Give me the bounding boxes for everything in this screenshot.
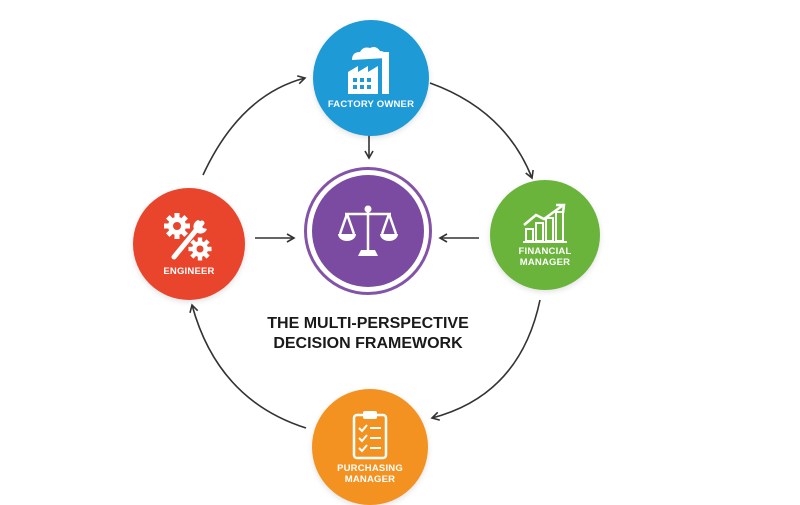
node-label-engineer: ENGINEER: [163, 266, 215, 277]
scales-of-justice-icon: [338, 205, 398, 256]
title-line-2: DECISION FRAMEWORK: [273, 335, 463, 352]
gears-wrench-icon: [164, 213, 212, 261]
arrow-engineer-to-factory: [202, 75, 307, 176]
arrow-factory-to-financial: [429, 82, 534, 180]
center-hub: [304, 167, 432, 295]
factory-icon: [348, 47, 389, 94]
node-engineer: ENGINEER: [133, 188, 245, 300]
arrow-financial-to-purchasing: [430, 299, 541, 421]
clipboard-checklist-icon: [352, 410, 388, 459]
node-factory-owner: FACTORY OWNER: [313, 20, 429, 136]
center-circle: [312, 175, 424, 287]
node-financial-manager: FINANCIAL MANAGER: [490, 180, 600, 290]
node-label-purchasing-manager: PURCHASING MANAGER: [337, 462, 403, 485]
bar-chart-growth-icon: [523, 203, 567, 243]
node-label-factory-owner: FACTORY OWNER: [327, 99, 415, 110]
node-label-financial-manager: FINANCIAL MANAGER: [518, 245, 572, 268]
diagram-title: THE MULTI-PERSPECTIVE DECISION FRAMEWORK: [240, 314, 496, 354]
node-purchasing-manager: PURCHASING MANAGER: [312, 389, 428, 505]
title-line-1: THE MULTI-PERSPECTIVE: [267, 315, 469, 332]
arrow-purchasing-to-engineer: [189, 303, 307, 429]
